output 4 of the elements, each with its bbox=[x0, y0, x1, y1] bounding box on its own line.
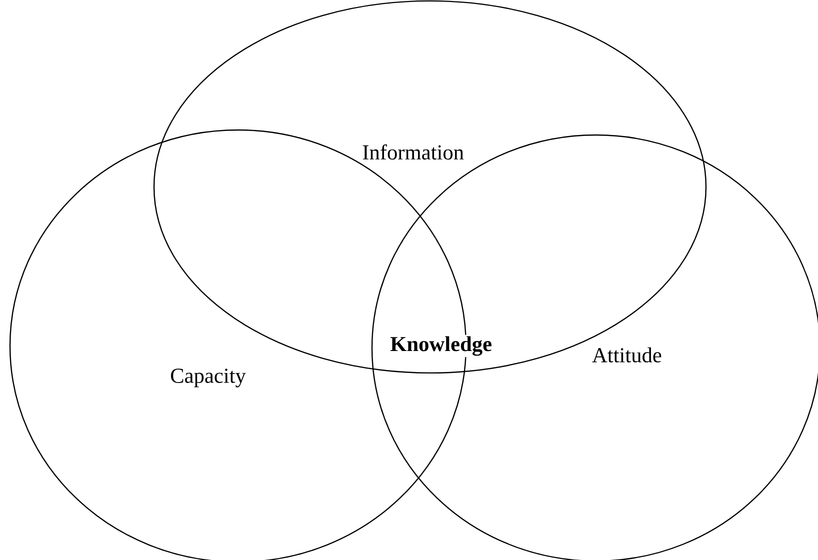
center-label: Knowledge bbox=[388, 334, 494, 358]
ellipse-label: Information bbox=[360, 143, 466, 161]
ellipse-label: Attitude bbox=[590, 346, 664, 364]
ellipse-label: Capacity bbox=[168, 367, 248, 389]
